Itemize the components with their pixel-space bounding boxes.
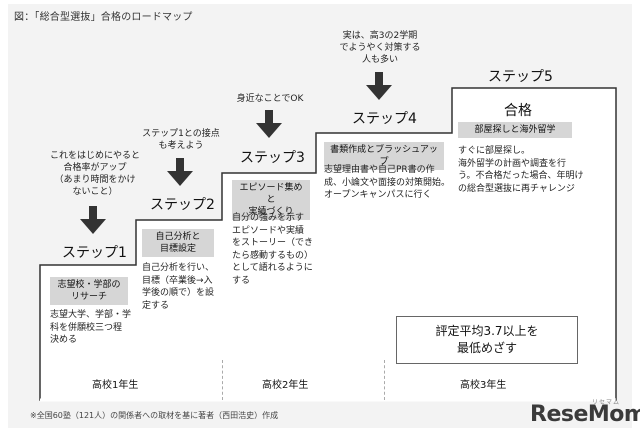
step1-label: ステップ1 [62, 245, 127, 261]
step4-label: ステップ4 [352, 111, 417, 127]
step1-description: 志望大学、学部・学科を併願校三つ程決める [50, 310, 132, 345]
step1-note: これをはじめにやると合格率がアップ（あまり時間をかけないこと） [50, 151, 141, 197]
grade-1-label: 高校1年生 [92, 380, 139, 391]
year-divider-1 [222, 360, 223, 400]
step4-note: 実は、高3の2学期でようやく対策する人も多い [339, 31, 421, 65]
year-divider-2 [384, 360, 385, 400]
step2-note: ステップ1との接点も考えよう [142, 129, 220, 151]
arrow-down-icon [366, 72, 392, 100]
arrow-down-icon [256, 110, 282, 138]
step5-description: すぐに部屋探し。海外留学の計画や調査を行う。不合格だった場合、年明けの総合型選抜… [458, 146, 584, 194]
step4-description: 志望理由書や自己PR書の作成、小論文や面接の対策開始。オープンキャンパスに行く [324, 165, 451, 200]
step3-note: 身近なことでOK [236, 94, 304, 104]
step3-description: 自分の強みを示すエピソードや実績をストーリー（できたら感動するもの）として語れる… [232, 213, 314, 286]
goal-label: 合格 [504, 103, 532, 119]
diagram-title: 図：「総合型選抜」合格のロードマップ [14, 12, 193, 23]
step3-label: ステップ3 [240, 150, 305, 166]
gpa-callout: 評定平均3.7以上を最低めざす [396, 316, 578, 364]
grade-2-label: 高校2年生 [262, 380, 309, 391]
step1-tag: 志望校・学部のリサーチ [50, 277, 128, 305]
grade-3-label: 高校3年生 [460, 380, 507, 391]
step2-description: 自己分析を行い、目標（卒業後→入学後の順で）を設定する [142, 263, 215, 311]
arrow-down-icon [167, 158, 193, 186]
step5-label: ステップ5 [488, 69, 553, 85]
resemom-logo: ReseMom [530, 402, 640, 427]
step3-tag: エピソード集めと実績づくり [232, 180, 310, 220]
step4-tag: 書類作成とブラッシュアップ [324, 142, 444, 170]
source-footnote: ※全国60塾（121人）の関係者への取材を基に著者（西田浩史）作成 [30, 411, 279, 420]
logo-subtext: リセマム [592, 399, 621, 406]
step5-tag: 部屋探しと海外留学 [458, 122, 572, 138]
step2-tag: 自己分析と目標設定 [142, 229, 214, 257]
arrow-down-icon [80, 206, 106, 234]
step2-label: ステップ2 [150, 197, 215, 213]
